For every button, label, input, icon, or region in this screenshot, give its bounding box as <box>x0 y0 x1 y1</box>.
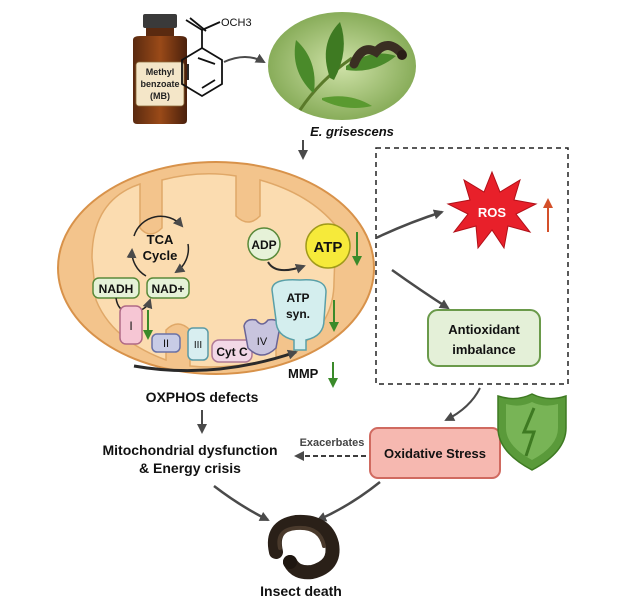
complex-iii <box>187 327 209 361</box>
insect-death-label: Insect death <box>260 583 342 599</box>
mmp-label: MMP <box>288 366 319 381</box>
ros-label: ROS <box>478 205 507 220</box>
atp-syn-label-line2: syn. <box>286 307 310 321</box>
atp-syn-label-line1: ATP <box>286 291 309 305</box>
complex-iv <box>243 318 281 356</box>
bottle-label-line2: benzoate <box>140 79 179 89</box>
adp-label: ADP <box>251 238 276 252</box>
tca-label-line2: Cycle <box>143 248 178 263</box>
tca-cycle <box>126 215 190 277</box>
atp-synthase <box>271 278 327 351</box>
complex-ii-label: II <box>163 338 169 350</box>
dysfunction-label-line2: & Energy crisis <box>139 460 241 476</box>
antioxidant-box <box>427 309 541 367</box>
dead-larva-image <box>268 514 340 580</box>
oxidative-stress-label: Oxidative Stress <box>384 446 486 461</box>
methyl-benzoate-bottle: Methyl benzoate (MB) <box>133 14 187 124</box>
nad-plus-box <box>146 277 190 299</box>
stress-dashed-box <box>375 147 569 385</box>
nad-plus-label: NAD+ <box>151 282 184 296</box>
bottle-label-line3: (MB) <box>150 91 170 101</box>
species-label: E. grisescens <box>310 124 394 139</box>
exacerbates-label: Exacerbates <box>300 437 365 449</box>
oxphos-label: OXPHOS defects <box>146 389 259 405</box>
complex-i <box>119 305 143 345</box>
arrow-dysfunction-to-death <box>213 485 270 522</box>
dysfunction-label-line1: Mitochondrial dysfunction <box>103 442 278 458</box>
atp-circle <box>305 223 351 269</box>
arrow-bottle-to-leaf <box>223 53 266 63</box>
antioxidant-label-line1: Antioxidant <box>448 322 520 337</box>
shield-icon <box>497 393 567 471</box>
complex-ii <box>151 333 181 353</box>
cyt-c-label: Cyt C <box>216 345 248 359</box>
och3-label: OCH3 <box>221 17 252 29</box>
arrow-atp-to-ros <box>375 209 444 240</box>
complex-i-label: I <box>129 319 132 333</box>
arrow-to-oxidative-stress <box>444 387 481 421</box>
nadh-label: NADH <box>99 282 134 296</box>
arrow-atp-to-antioxidant <box>391 268 450 310</box>
complex-iii-label: III <box>194 340 202 351</box>
methyl-benzoate-structure <box>181 17 223 98</box>
adp-circle <box>247 227 281 261</box>
leaf-caterpillar-image <box>268 12 416 120</box>
ros-burst <box>446 170 538 250</box>
complex-iv-label: IV <box>257 336 268 348</box>
arrow-adp-to-atp <box>267 261 306 274</box>
oxidative-stress-box <box>369 427 501 479</box>
atp-label: ATP <box>314 239 343 256</box>
antioxidant-label-line2: imbalance <box>452 342 516 357</box>
electron-flow-arrow <box>133 349 298 373</box>
tca-label-line1: TCA <box>147 232 174 247</box>
arrow-oxidative-to-death <box>316 481 381 522</box>
bottle-label-line1: Methyl <box>146 67 175 77</box>
